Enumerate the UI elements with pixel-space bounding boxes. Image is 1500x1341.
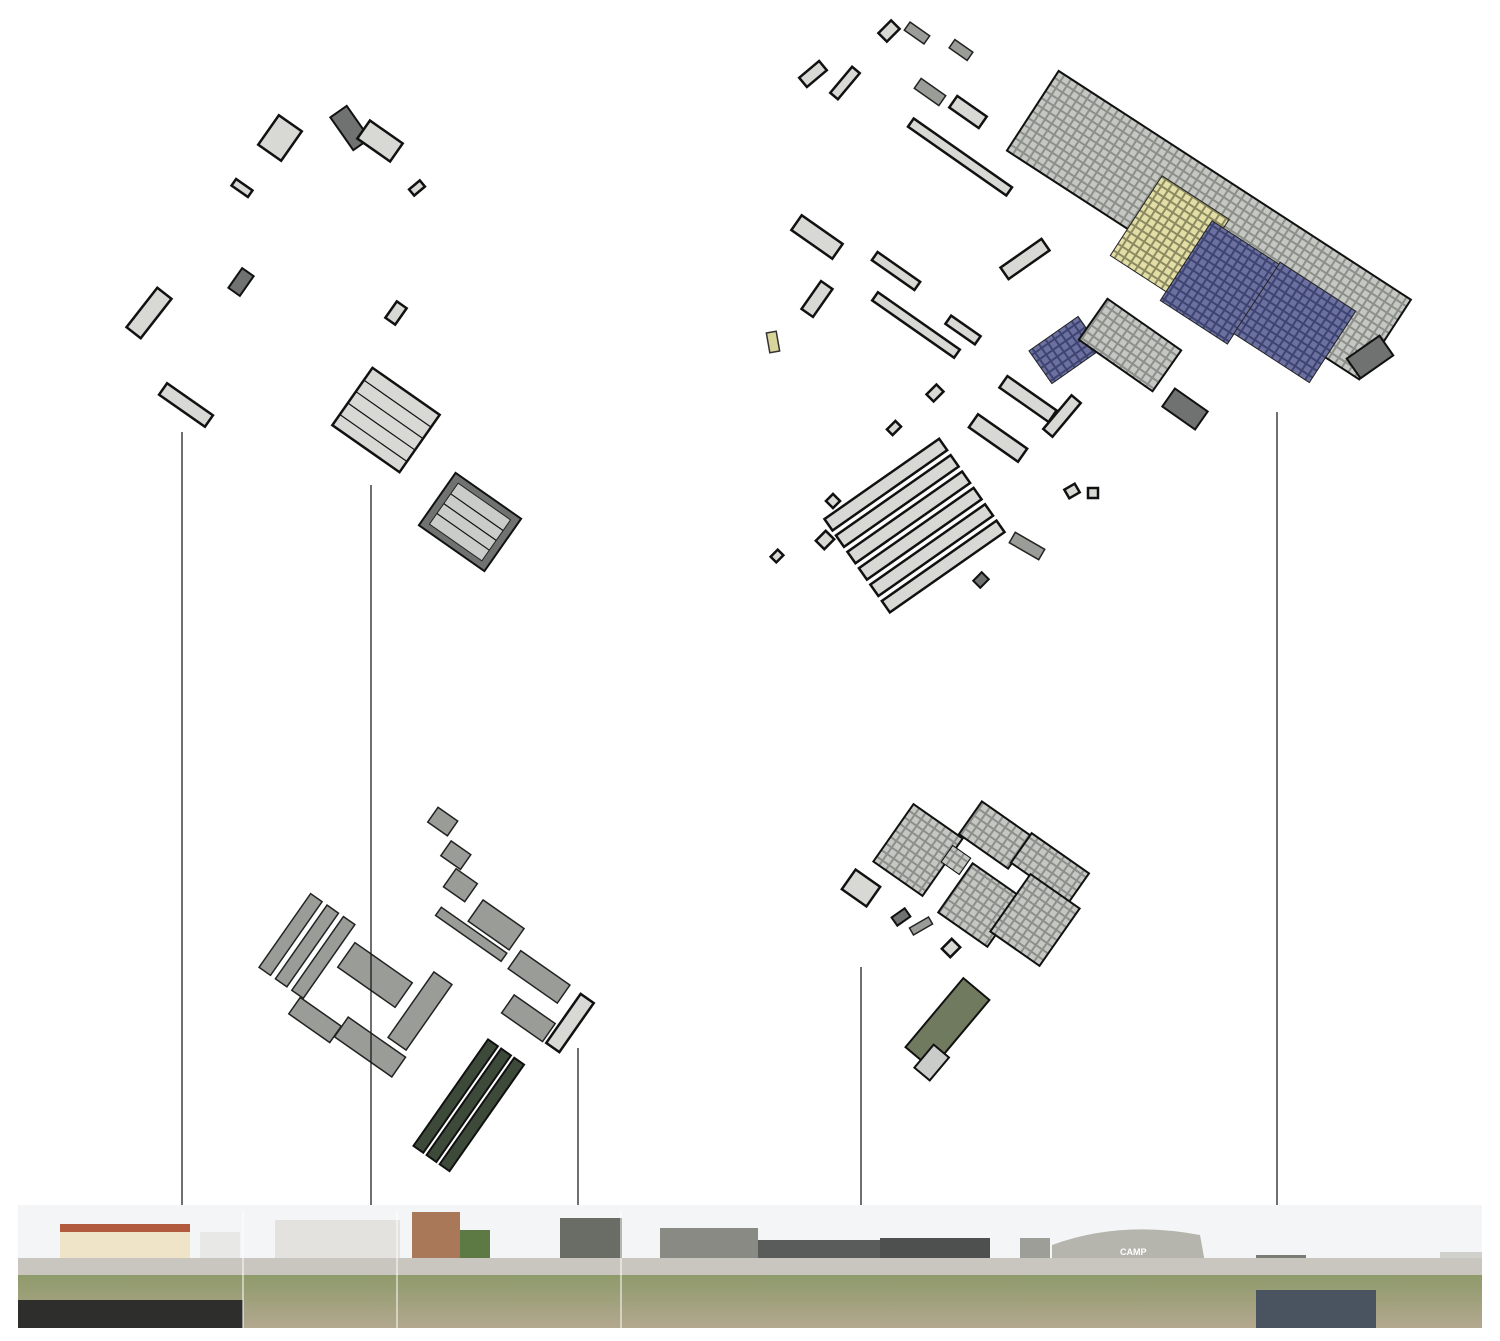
building-fragments-top-left xyxy=(124,104,523,573)
building-sign: CAMP xyxy=(1120,1247,1147,1257)
building-fragments-bottom-right xyxy=(840,800,1091,1082)
building-fragments-top-right xyxy=(765,18,1413,615)
site-panorama: CAMP xyxy=(18,1205,1482,1328)
building-fragments-bottom-left xyxy=(257,806,596,1173)
leader-lines xyxy=(181,412,1278,1300)
